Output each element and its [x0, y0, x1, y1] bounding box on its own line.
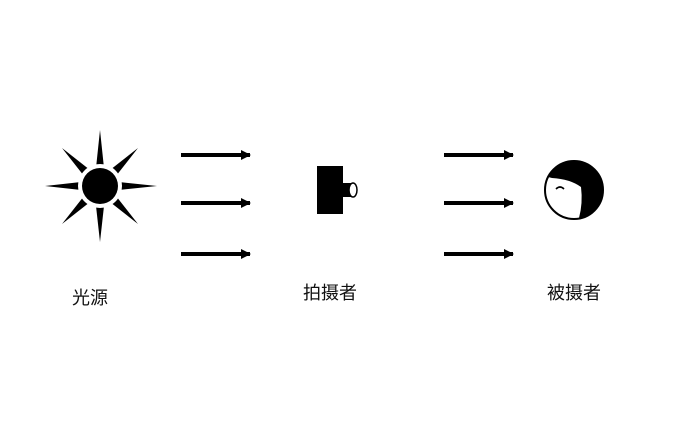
photographer-label: 拍摄者: [303, 283, 357, 304]
light-source-label: 光源: [72, 288, 108, 309]
camera-icon: [317, 166, 358, 214]
subject-label: 被摄者: [547, 283, 601, 304]
sun-icon: [45, 130, 157, 242]
arrow-group-right: [444, 150, 514, 259]
face-icon: [544, 160, 604, 220]
arrow-group-left: [181, 150, 251, 259]
